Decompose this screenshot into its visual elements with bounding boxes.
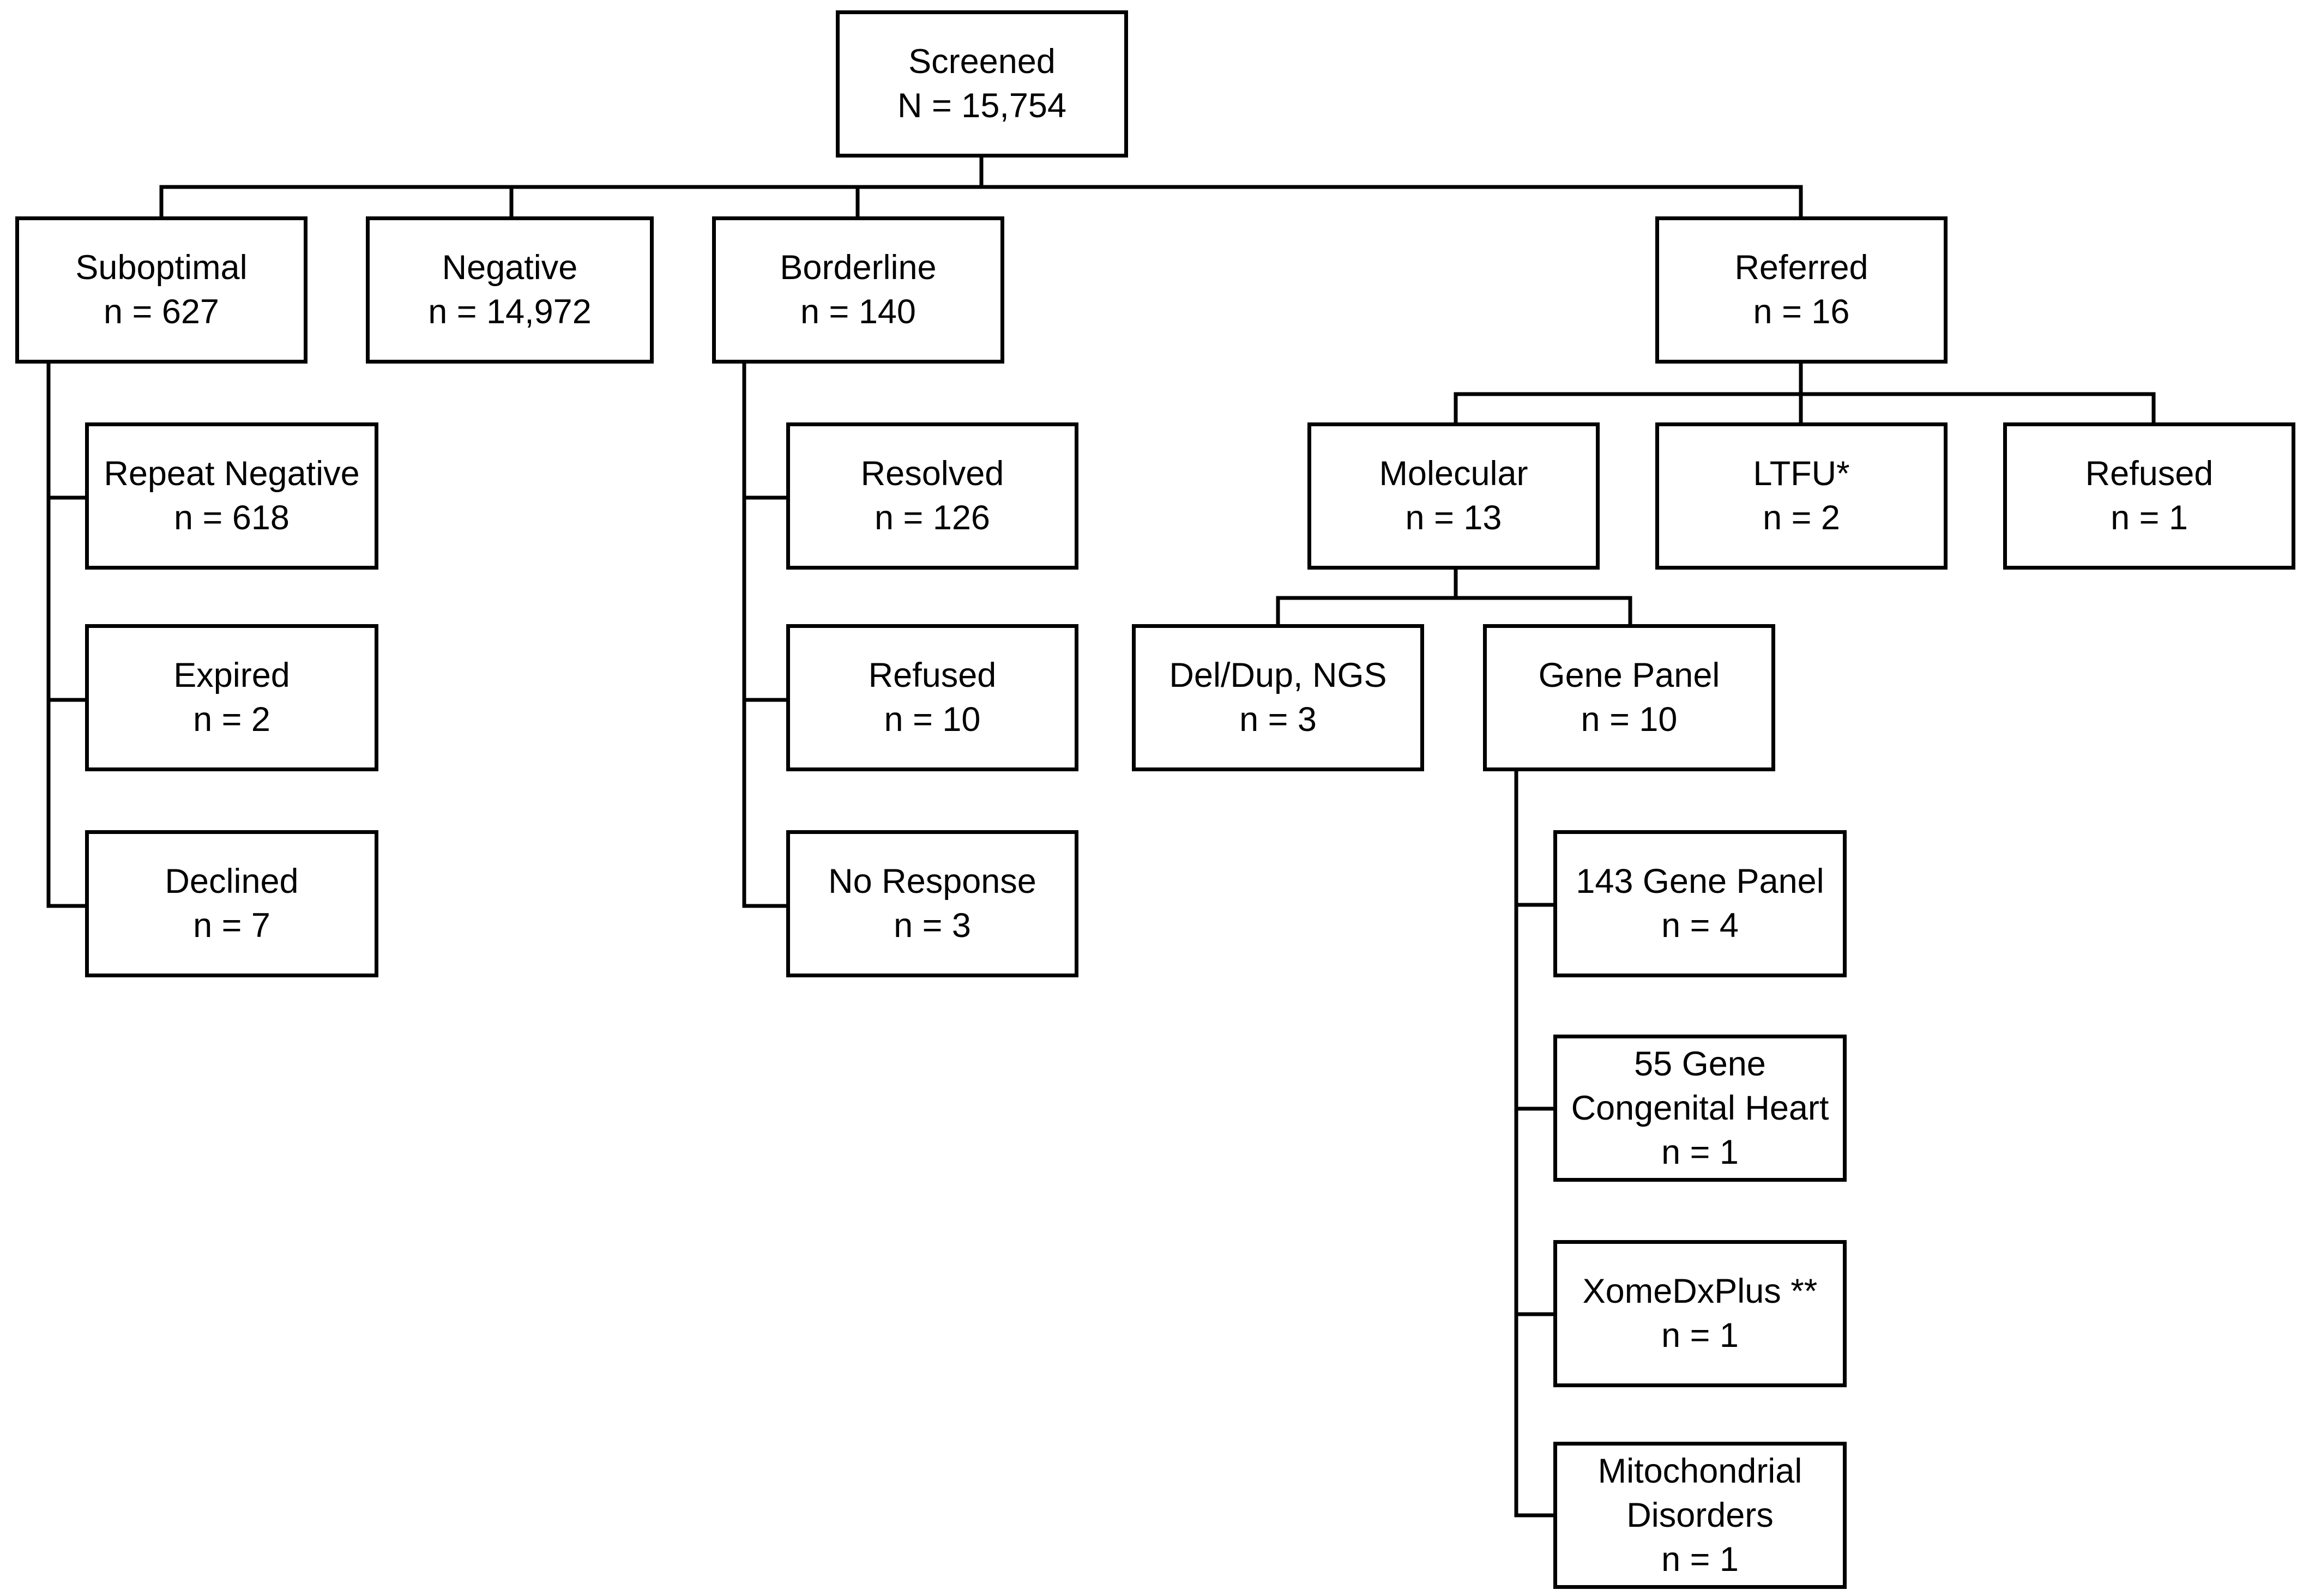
gene-panel-143-node: 143 Gene Panel n = 4 xyxy=(1553,830,1847,977)
node-count: n = 2 xyxy=(193,700,270,739)
node-label: LTFU* xyxy=(1753,455,1850,493)
negative-node: Negative n = 14,972 xyxy=(366,216,654,364)
repeat-negative-node: Repeat Negative n = 618 xyxy=(85,422,378,570)
node-label: Refused xyxy=(2085,455,2214,493)
xomedxplus-node: XomeDxPlus ** n = 1 xyxy=(1553,1240,1847,1387)
borderline-refused-node: Refused n = 10 xyxy=(786,624,1078,771)
referred-refused-node: Refused n = 1 xyxy=(2003,422,2295,570)
node-count: n = 10 xyxy=(1581,700,1678,739)
deldup-ngs-node: Del/Dup, NGS n = 3 xyxy=(1132,624,1424,771)
node-count: n = 1 xyxy=(1661,1540,1739,1579)
node-count: n = 13 xyxy=(1405,499,1502,537)
node-label: 55 Gene xyxy=(1634,1044,1766,1083)
node-label: Screened xyxy=(908,43,1056,81)
node-count: n = 10 xyxy=(884,700,981,739)
borderline-node: Borderline n = 140 xyxy=(712,216,1004,364)
no-response-node: No Response n = 3 xyxy=(786,830,1078,977)
congenital-heart-node: 55 Gene Congenital Heart n = 1 xyxy=(1553,1035,1847,1182)
node-label: Mitochondrial xyxy=(1597,1452,1802,1490)
node-label: XomeDxPlus ** xyxy=(1582,1272,1818,1310)
node-label: Congenital Heart xyxy=(1571,1089,1829,1127)
molecular-node: Molecular n = 13 xyxy=(1307,422,1600,570)
node-label: 143 Gene Panel xyxy=(1576,862,1824,900)
node-count: n = 3 xyxy=(1239,700,1317,739)
node-count: n = 140 xyxy=(800,293,916,331)
node-label: Gene Panel xyxy=(1538,656,1720,694)
node-label: No Response xyxy=(828,862,1036,900)
node-count: n = 126 xyxy=(875,499,990,537)
node-label: Suboptimal xyxy=(75,249,248,287)
suboptimal-node: Suboptimal n = 627 xyxy=(15,216,308,364)
node-label: Referred xyxy=(1734,249,1868,287)
resolved-node: Resolved n = 126 xyxy=(786,422,1078,570)
node-count: n = 1 xyxy=(1661,1133,1739,1171)
node-label: Disorders xyxy=(1626,1496,1774,1534)
node-label: Negative xyxy=(442,249,578,287)
node-count: n = 16 xyxy=(1753,293,1850,331)
node-count: n = 2 xyxy=(1763,499,1840,537)
node-label: Borderline xyxy=(780,249,937,287)
node-count: n = 3 xyxy=(894,906,971,945)
gene-panel-node: Gene Panel n = 10 xyxy=(1483,624,1775,771)
screened-node: Screened N = 15,754 xyxy=(836,10,1128,158)
declined-node: Declined n = 7 xyxy=(85,830,378,977)
node-label: Expired xyxy=(173,656,290,694)
node-count: n = 1 xyxy=(2111,499,2188,537)
expired-node: Expired n = 2 xyxy=(85,624,378,771)
referred-node: Referred n = 16 xyxy=(1655,216,1948,364)
node-label: Declined xyxy=(165,862,299,900)
ltfu-node: LTFU* n = 2 xyxy=(1655,422,1948,570)
node-count: n = 627 xyxy=(104,293,219,331)
node-label: Molecular xyxy=(1379,455,1528,493)
node-count: N = 15,754 xyxy=(897,87,1066,125)
node-label: Del/Dup, NGS xyxy=(1169,656,1387,694)
node-label: Refused xyxy=(868,656,997,694)
node-count: n = 4 xyxy=(1661,906,1739,945)
node-count: n = 7 xyxy=(193,906,270,945)
mitochondrial-node: Mitochondrial Disorders n = 1 xyxy=(1553,1442,1847,1589)
node-count: n = 1 xyxy=(1661,1316,1739,1355)
node-count: n = 14,972 xyxy=(428,293,592,331)
node-label: Resolved xyxy=(860,455,1004,493)
node-count: n = 618 xyxy=(174,499,290,537)
node-label: Repeat Negative xyxy=(104,455,360,493)
